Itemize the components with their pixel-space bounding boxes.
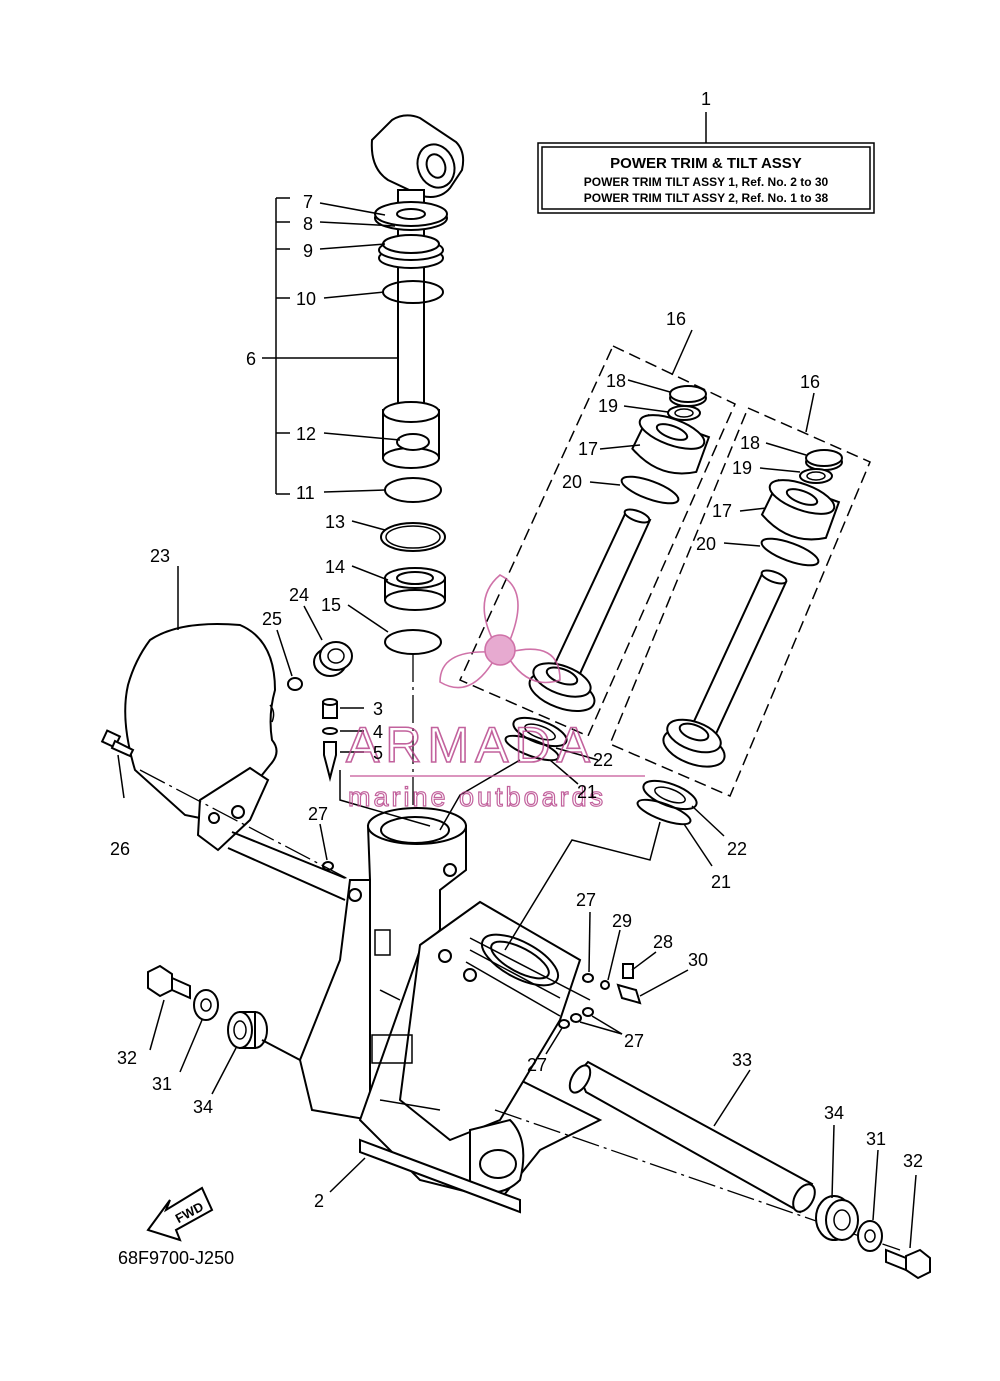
main-housing: [298, 807, 603, 1214]
callout-34-left: 34: [193, 1097, 213, 1117]
callout-18-left: 18: [606, 371, 626, 391]
shaft-33: [494, 1060, 901, 1251]
info-box: 1 POWER TRIM & TILT ASSY POWER TRIM TILT…: [537, 89, 875, 214]
callout-19-right: 19: [732, 458, 752, 478]
callout-17-left: 17: [578, 439, 598, 459]
callout-4: 4: [373, 722, 383, 742]
parts-28-29-30: [600, 929, 689, 1005]
callout-2: 2: [314, 1191, 324, 1211]
callout-28: 28: [653, 932, 673, 952]
callout-22-right: 22: [727, 839, 747, 859]
callout-31-right: 31: [866, 1129, 886, 1149]
callout-10: 10: [296, 289, 316, 309]
callout-16-left: 16: [666, 309, 686, 329]
callout-5: 5: [373, 743, 383, 763]
callout-27-bottom: 27: [527, 1055, 547, 1075]
fwd-arrow-icon: FWD: [146, 1186, 214, 1242]
callout-18-right: 18: [740, 433, 760, 453]
oring-25: [276, 629, 303, 691]
callout-27-right: 27: [624, 1031, 644, 1051]
cylinder-group-right: [609, 392, 871, 797]
callout-numbers: 7 8 9 10 6 12 11 13 14 15 23 24 25 3 4 5…: [110, 192, 923, 1211]
callout-26: 26: [110, 839, 130, 859]
info-box-line1: POWER TRIM TILT ASSY 1, Ref. No. 2 to 30: [584, 175, 829, 189]
callout-31-left: 31: [152, 1074, 172, 1094]
callout-29: 29: [612, 911, 632, 931]
seal-21-22-left: [504, 716, 599, 785]
parts-3-4-5: [322, 698, 364, 782]
callout-32-left: 32: [117, 1048, 137, 1068]
propeller-logo-icon: [439, 574, 561, 689]
callout-15: 15: [321, 595, 341, 615]
callout-34-right: 34: [824, 1103, 844, 1123]
callout-20-right: 20: [696, 534, 716, 554]
callout-23: 23: [150, 546, 170, 566]
bolt-32-right: [885, 1174, 931, 1280]
callout-30: 30: [688, 950, 708, 970]
callout-20-left: 20: [562, 472, 582, 492]
watermark-brand: ARMADA: [346, 717, 596, 773]
oring-27-group: [319, 823, 623, 1055]
callout-13: 13: [325, 512, 345, 532]
callout-27-top: 27: [308, 804, 328, 824]
bushing-34-right: [815, 1124, 859, 1241]
seal-21-22-right: [636, 779, 725, 867]
callout-14: 14: [325, 557, 345, 577]
callout-22-left: 22: [593, 750, 613, 770]
washer-31-left: [179, 989, 219, 1073]
callout-17-right: 17: [712, 501, 732, 521]
callout-8: 8: [303, 214, 313, 234]
callout-9: 9: [303, 241, 313, 261]
callout-19-left: 19: [598, 396, 618, 416]
callout-32-right: 32: [903, 1151, 923, 1171]
washer-31-right: [857, 1149, 883, 1252]
callout-33: 33: [732, 1050, 752, 1070]
callout-27-mid: 27: [576, 890, 596, 910]
callout-11: 11: [296, 483, 315, 503]
info-box-title: POWER TRIM & TILT ASSY: [610, 155, 802, 172]
bolt-26: [100, 729, 135, 799]
info-box-callout: 1: [701, 89, 711, 109]
callout-25: 25: [262, 609, 282, 629]
callout-21-right: 21: [711, 872, 731, 892]
bushing-24: [303, 605, 353, 677]
bolt-32-left: [147, 964, 191, 1051]
info-box-line2: POWER TRIM TILT ASSY 2, Ref. No. 1 to 38: [584, 191, 829, 205]
armada-watermark: ARMADA marine outboards: [345, 574, 645, 813]
callout-16-right: 16: [800, 372, 820, 392]
callout-12: 12: [296, 424, 316, 444]
callout-7: 7: [303, 192, 313, 212]
callout-3: 3: [373, 699, 383, 719]
cylinder-group-left: [459, 329, 736, 737]
callout-24: 24: [289, 585, 309, 605]
watermark-tagline: marine outboards: [348, 782, 606, 812]
bushing-34-left: [211, 1011, 301, 1095]
callout-21-left: 21: [577, 782, 597, 802]
diagram-code: 68F9700-J250: [118, 1248, 234, 1268]
bracket-6: [262, 197, 401, 633]
callout-6: 6: [246, 349, 256, 369]
cover-23: [124, 566, 278, 852]
tilt-rod-assembly: [370, 114, 465, 820]
